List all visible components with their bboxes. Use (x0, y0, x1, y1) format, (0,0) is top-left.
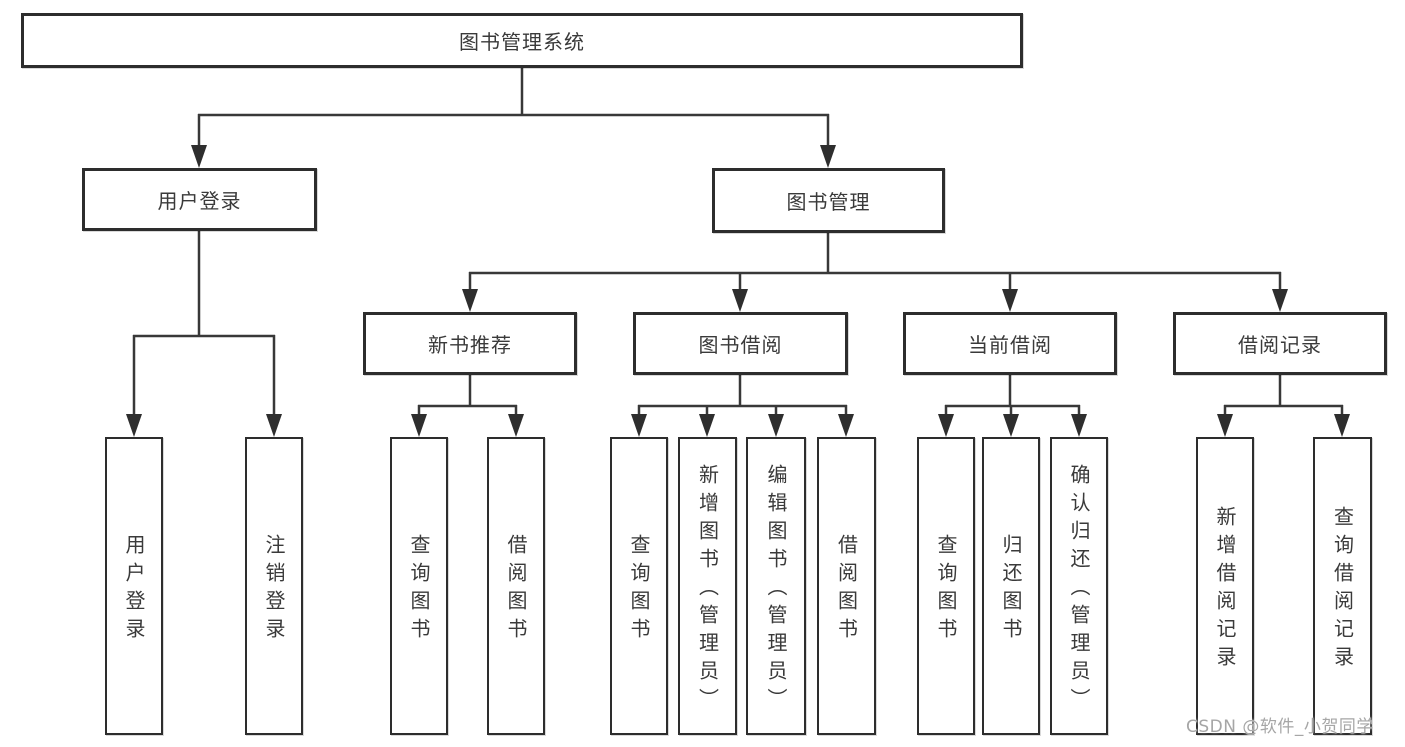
leaf-user-login: 用户登录 (105, 437, 163, 735)
leaf-confirm-return-admin: 确认归还（管理员） (1050, 437, 1108, 735)
node-library-management-system: 图书管理系统 (21, 13, 1023, 68)
leaf-borrow-books-recommend: 借阅图书 (487, 437, 545, 735)
node-book-management: 图书管理 (712, 168, 945, 233)
leaf-query-books-recommend: 查询图书 (390, 437, 448, 735)
leaf-return-books: 归还图书 (982, 437, 1040, 735)
leaf-add-borrow-record: 新增借阅记录 (1196, 437, 1254, 735)
node-borrowing-records: 借阅记录 (1173, 312, 1387, 375)
leaf-query-books-current: 查询图书 (917, 437, 975, 735)
node-current-borrowing: 当前借阅 (903, 312, 1117, 375)
node-user-login: 用户登录 (82, 168, 317, 231)
node-book-borrowing: 图书借阅 (633, 312, 848, 375)
leaf-edit-books-admin: 编辑图书（管理员） (746, 437, 806, 735)
node-new-book-recommendation: 新书推荐 (363, 312, 577, 375)
leaf-logout: 注销登录 (245, 437, 303, 735)
leaf-query-books-borrowing: 查询图书 (610, 437, 668, 735)
leaf-query-borrow-record: 查询借阅记录 (1313, 437, 1372, 735)
leaf-add-books-admin: 新增图书（管理员） (678, 437, 737, 735)
leaf-borrow-books-borrowing: 借阅图书 (817, 437, 876, 735)
csdn-watermark: CSDN @软件_小贺同学 (1186, 717, 1374, 737)
